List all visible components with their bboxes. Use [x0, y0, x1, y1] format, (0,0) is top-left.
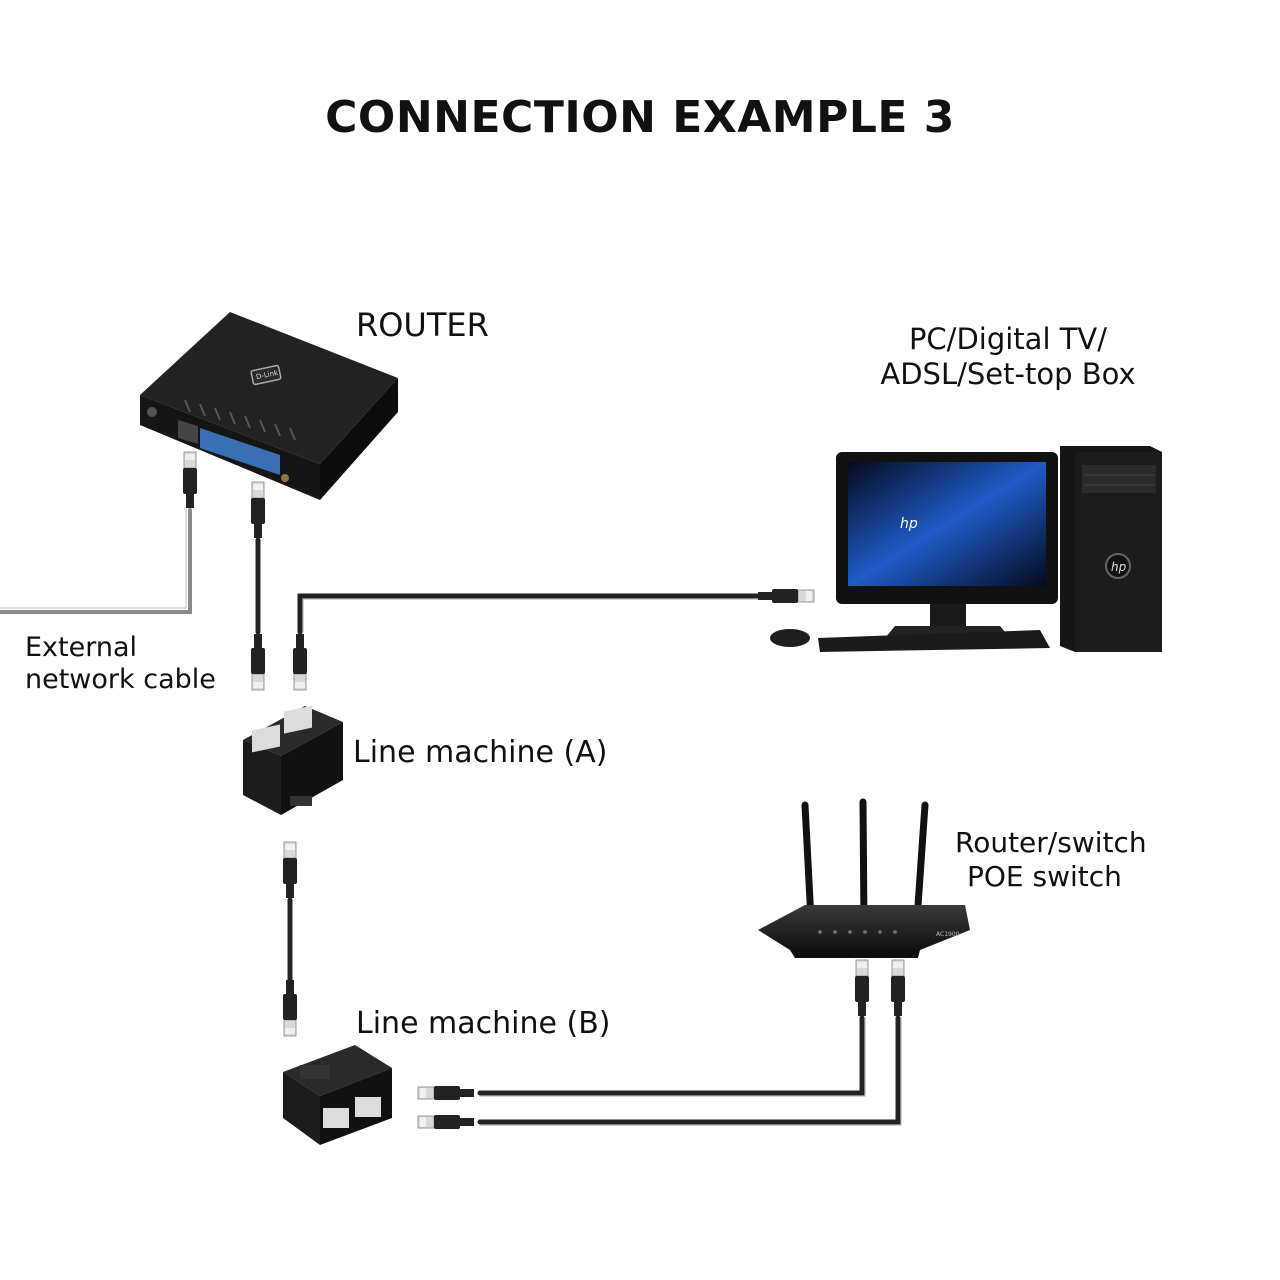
line-b-in-plug-icon	[282, 979, 298, 1037]
switch-model-text: AC1900	[936, 931, 960, 938]
line-b-to-switch-cable-2	[477, 1015, 901, 1125]
router-lan-plug-icon	[250, 481, 266, 539]
line-b-plug-1-icon	[417, 1085, 475, 1101]
pc-device-icon: hp hp	[770, 446, 1162, 652]
router-switch-label-line-1: Router/switch	[955, 826, 1147, 859]
external-plug-icon	[182, 451, 198, 509]
router-label: ROUTER	[356, 306, 489, 344]
switch-plug-2-icon	[890, 959, 906, 1017]
line-machine-b-icon	[283, 1045, 392, 1145]
pc-label-line-2: ADSL/Set-top Box	[880, 356, 1136, 391]
line-machine-a-label: Line machine (A)	[353, 735, 608, 770]
line-machine-a-icon	[243, 705, 343, 815]
pc-plug-icon	[757, 588, 815, 604]
line-machine-b-label: Line machine (B)	[356, 1006, 611, 1041]
pc-cable	[297, 593, 761, 635]
line-b-to-switch-cable-1	[477, 1015, 865, 1096]
line-a-plug-left-icon	[250, 633, 266, 691]
pc-label-line-1: PC/Digital TV/	[908, 322, 1108, 356]
switch-plug-1-icon	[854, 959, 870, 1017]
line-a-out-plug-icon	[282, 841, 298, 899]
external-cable-label: External network cable	[25, 632, 216, 697]
external-network-cable	[0, 508, 192, 614]
line-a-plug-right-icon	[292, 633, 308, 691]
pc-label: PC/Digital TV/ ADSL/Set-top Box	[878, 322, 1138, 392]
router-switch-label: Router/switch POE switch	[955, 826, 1147, 893]
tower-brand-text: hp	[1111, 560, 1127, 574]
router-device-icon	[140, 312, 398, 500]
router-switch-label-line-2: POE switch	[967, 859, 1122, 893]
external-label-line-2: network cable	[25, 664, 216, 696]
page-title: CONNECTION EXAMPLE 3	[325, 92, 955, 143]
line-b-plug-2-icon	[417, 1114, 475, 1130]
external-label-line-1: External	[25, 632, 138, 663]
router-switch-icon: AC1900	[758, 798, 970, 958]
cables	[0, 508, 902, 1126]
monitor-brand-text: hp	[900, 516, 918, 532]
